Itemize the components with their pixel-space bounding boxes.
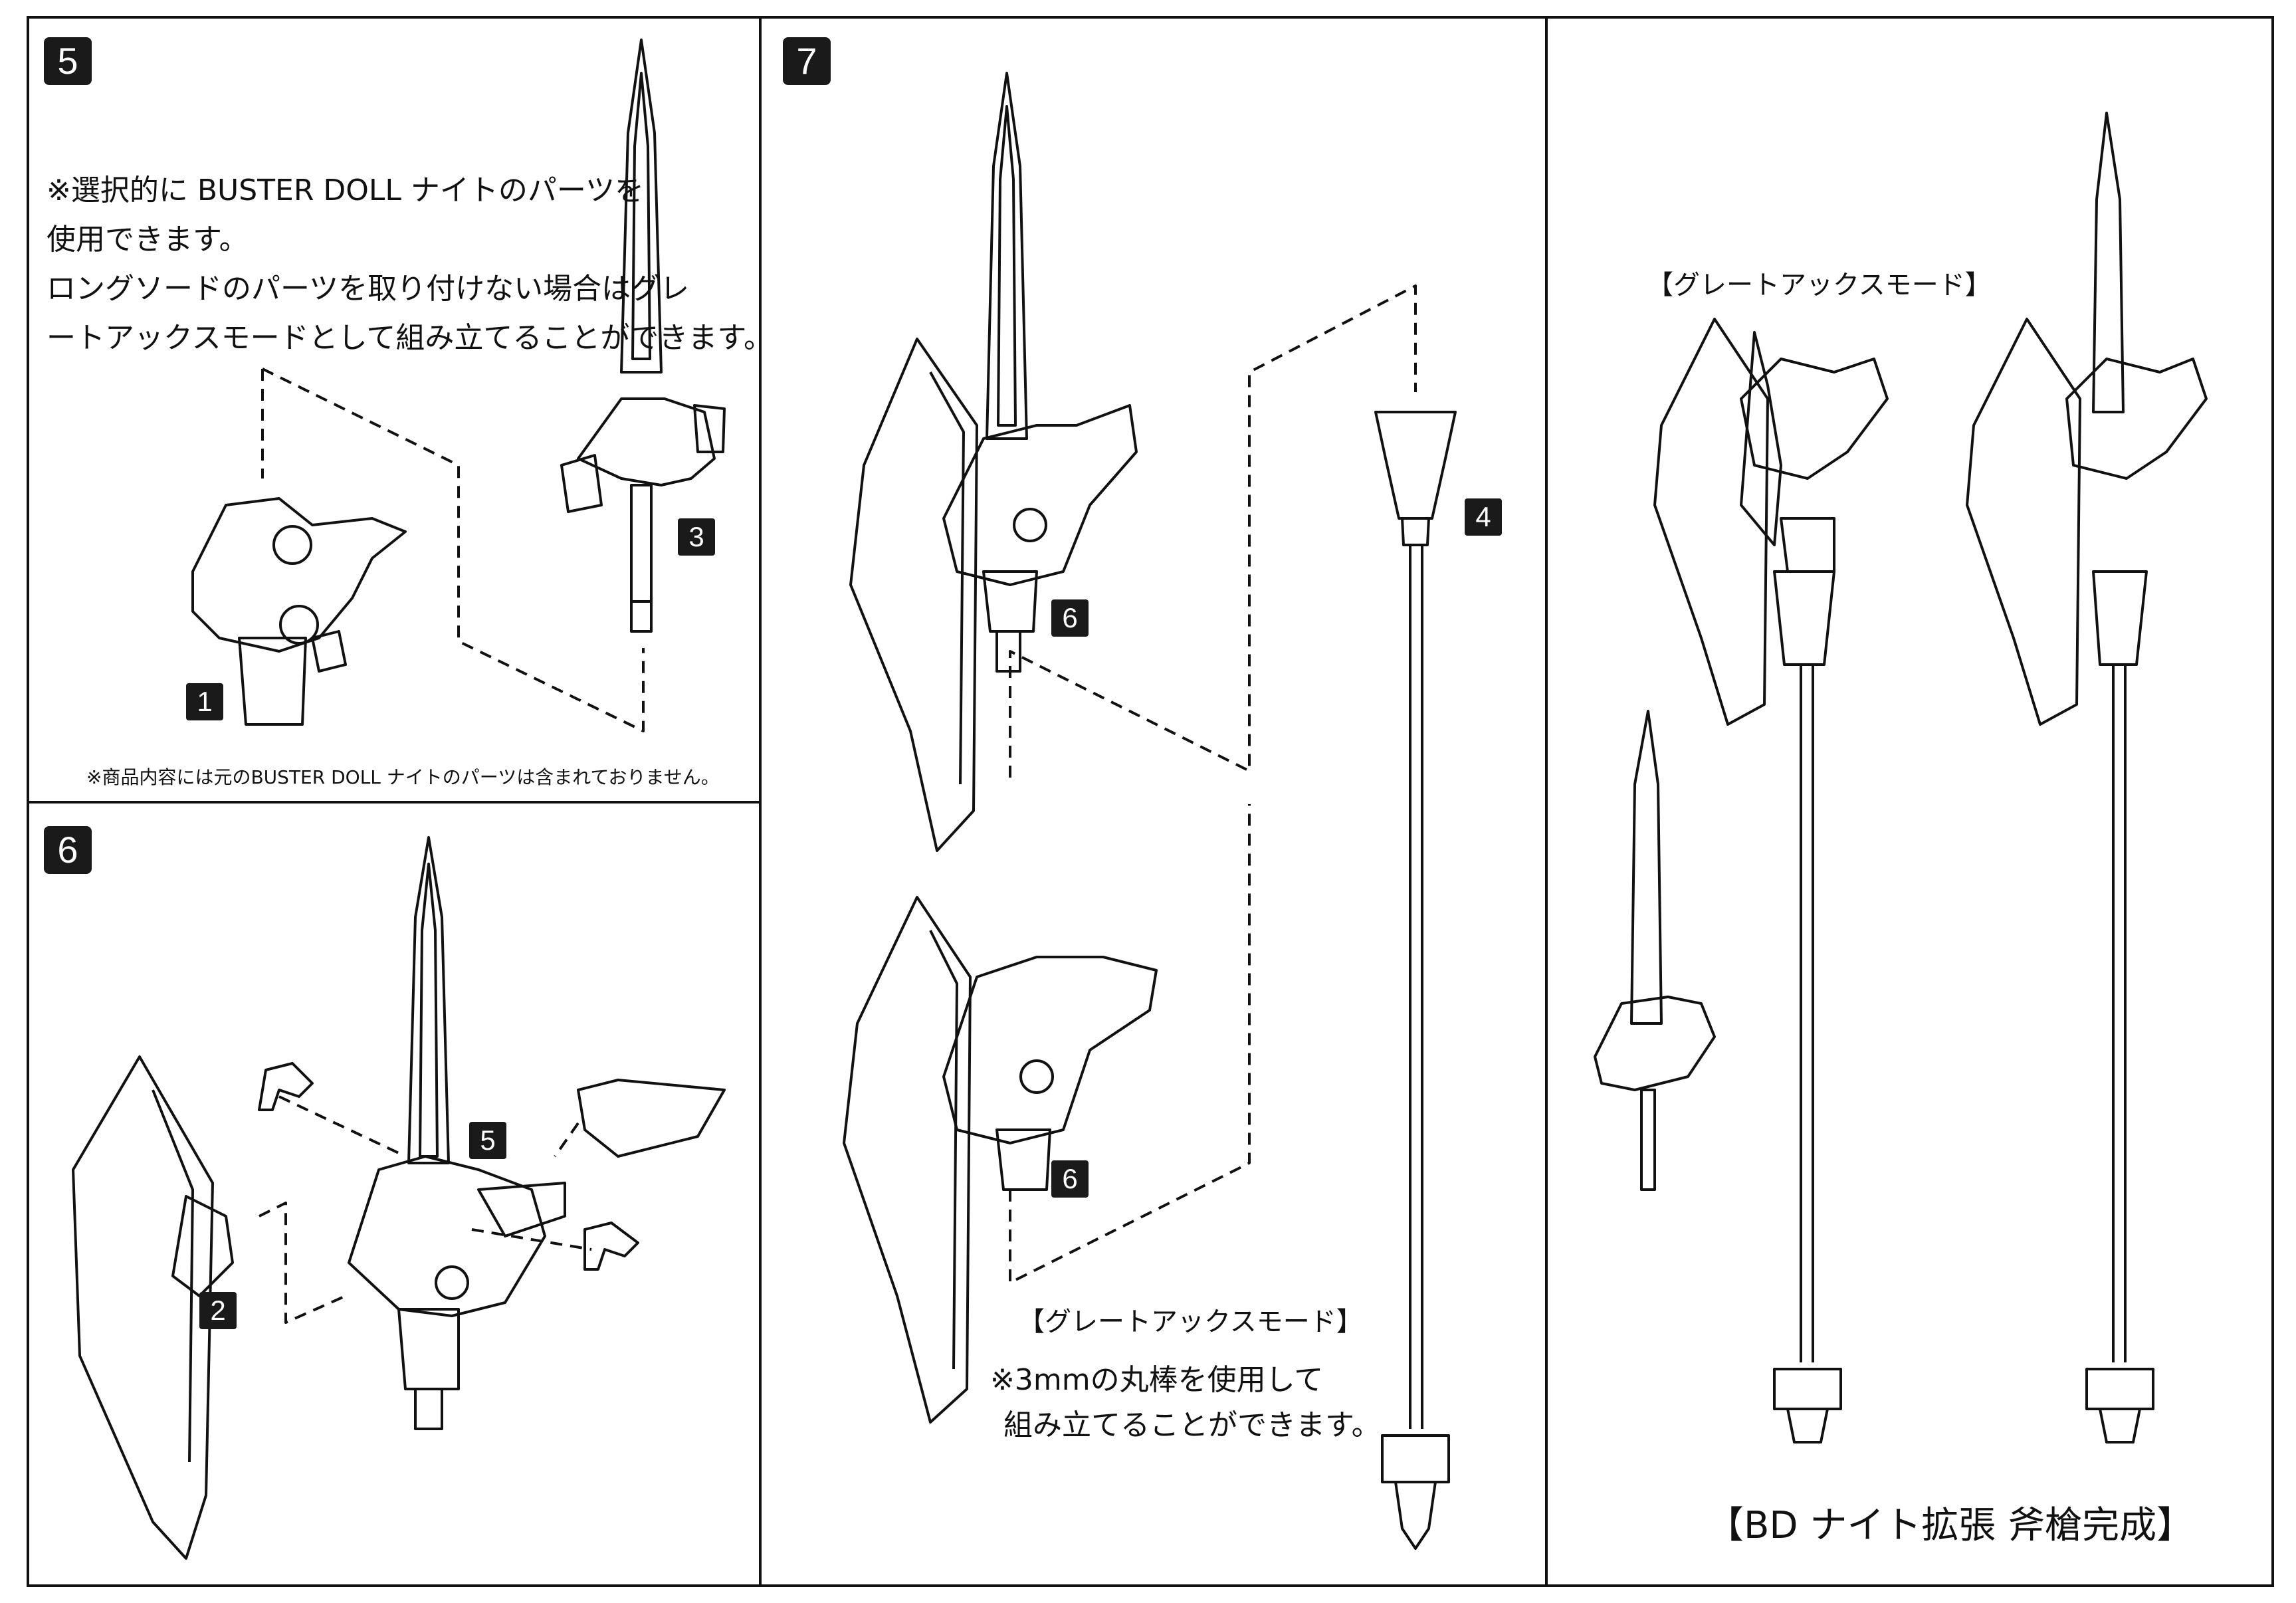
assembled-sword-illustration — [348, 836, 566, 1430]
divider-col1 — [759, 16, 762, 1587]
completion-title: 【BD ナイト拡張 斧槍完成】 — [1707, 1504, 2194, 1547]
part-label-5: 5 — [469, 1122, 506, 1159]
halberd-complete-illustration-1 — [1653, 318, 1889, 1443]
panel7-note-line-1: ※3mmの丸棒を使用して — [990, 1363, 1324, 1397]
part-label-6-lower: 6 — [1051, 1160, 1089, 1198]
step-6-badge: 6 — [44, 826, 92, 874]
part-label-6-upper: 6 — [1051, 599, 1089, 637]
pole-part-illustration — [1374, 411, 1457, 1550]
halberd-complete-illustration-2 — [1966, 112, 2208, 1443]
part-label-1: 1 — [186, 683, 223, 720]
panel8-mode-label: 【グレートアックスモード】 — [1647, 270, 1992, 300]
step-5-badge: 5 — [44, 37, 92, 85]
panel5-instruction-line-2: 使用できます。 — [47, 223, 249, 257]
part-label-4: 4 — [1465, 498, 1502, 536]
panel7-note-line-2: 組み立てることができます。 — [1003, 1408, 1381, 1442]
axe-head-upper-illustration — [849, 72, 1138, 852]
divider-row — [27, 801, 760, 803]
panel5-instruction-line-1: ※選択的に BUSTER DOLL ナイトのパーツを — [47, 173, 645, 207]
step-7-badge: 7 — [783, 37, 831, 85]
panel7-mode-label: 【グレートアックスモード】 — [1018, 1307, 1363, 1337]
axe-head-lower-illustration — [843, 896, 1158, 1424]
divider-col2 — [1545, 16, 1548, 1587]
sword-part-illustration — [560, 39, 726, 633]
part-label-3: 3 — [678, 518, 715, 556]
shield-part-illustration — [72, 1055, 234, 1560]
panel5-instruction-line-3: ロングソードのパーツを取り付けない場合はグレ — [47, 272, 690, 306]
part-label-2: 2 — [199, 1292, 237, 1329]
small-sword-illustration — [1594, 710, 1716, 1191]
guard-part-illustration — [191, 497, 407, 726]
panel5-instruction-line-4: ートアックスモードとして組み立てることができます。 — [47, 321, 773, 355]
panel5-footnote: ※商品内容には元のBUSTER DOLL ナイトのパーツは含まれておりません。 — [86, 766, 720, 788]
